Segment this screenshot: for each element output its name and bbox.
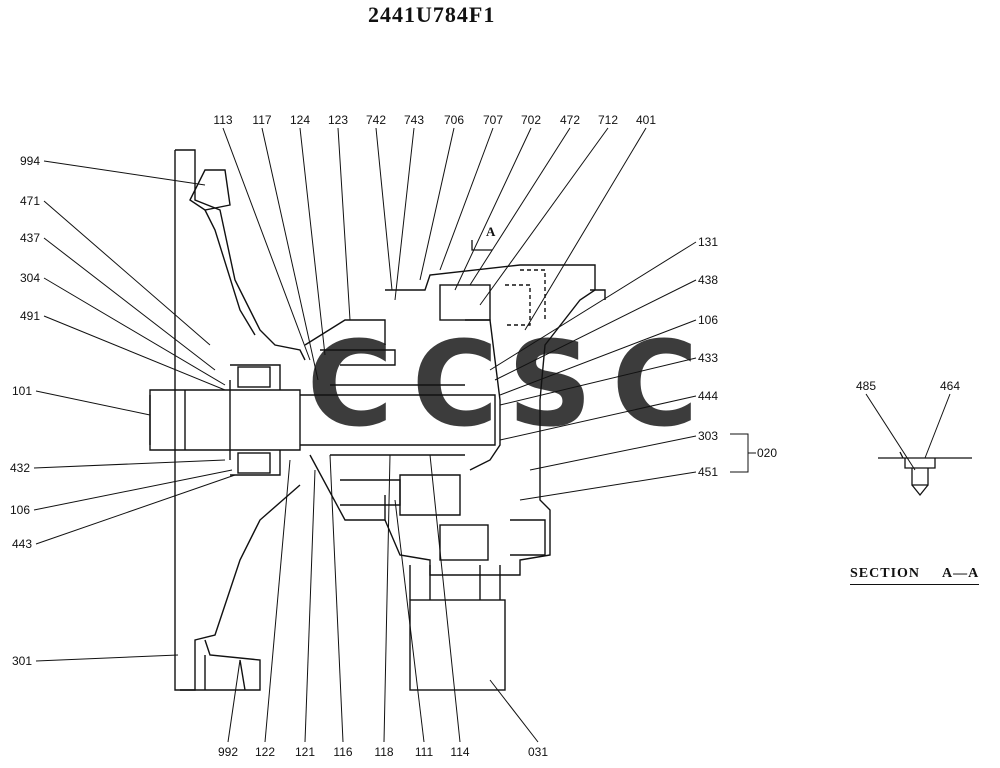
part-label-left: 994 (20, 154, 40, 168)
leader-line (43, 277, 226, 386)
section-a-a-detail (878, 451, 972, 497)
leader-line (394, 499, 425, 743)
part-label-bottom: 111 (415, 745, 434, 759)
part-label-right: 451 (698, 465, 718, 479)
leader-line (489, 679, 539, 743)
group-bracket (730, 433, 756, 473)
part-label-left: 304 (20, 271, 40, 285)
part-label-section: 485 (856, 379, 876, 393)
part-label-top: 123 (328, 113, 348, 127)
part-label-left: 443 (12, 537, 32, 551)
leader-line (924, 393, 951, 459)
part-label-top: 712 (598, 113, 618, 127)
leader-line (375, 127, 393, 291)
leader-line (499, 357, 697, 406)
part-label-left: 106 (10, 503, 30, 517)
part-label-top: 743 (404, 113, 424, 127)
leader-line (35, 654, 179, 662)
leader-line (337, 127, 351, 321)
part-label-top: 702 (521, 113, 541, 127)
leader-line (419, 127, 455, 281)
part-label-bottom: 114 (450, 745, 469, 759)
leader-line (264, 459, 291, 743)
assembly-drawing (149, 149, 606, 691)
part-label-section: 464 (940, 379, 960, 393)
leader-line (33, 459, 226, 469)
part-label-bottom: 121 (295, 745, 315, 759)
leader-line (494, 279, 697, 381)
part-label-top: 706 (444, 113, 464, 127)
watermark-letter: C (412, 315, 499, 453)
part-label-top: 401 (636, 113, 656, 127)
leader-line (489, 241, 697, 371)
part-label-bottom: 118 (374, 745, 393, 759)
leader-line (429, 454, 461, 743)
leader-line (383, 454, 391, 743)
leader-line (499, 395, 697, 441)
leader-line (394, 127, 415, 301)
part-label-bottom: 992 (218, 745, 238, 759)
watermark-letter: C (612, 315, 699, 453)
part-label-top: 113 (213, 113, 232, 127)
part-label-left: 491 (20, 309, 40, 323)
part-label-top: 707 (483, 113, 503, 127)
part-label-top: 117 (252, 113, 271, 127)
part-label-right: 303 (698, 429, 718, 443)
leader-line (222, 127, 311, 361)
leader-line (439, 127, 494, 271)
part-label-top: 124 (290, 113, 310, 127)
leader-line (43, 160, 206, 186)
leader-line (43, 237, 216, 371)
leader-line (35, 474, 236, 545)
leader-line (43, 200, 211, 346)
part-label-left: 471 (20, 194, 40, 208)
leader-line (454, 127, 532, 291)
leader-line (33, 469, 233, 511)
leader-line (499, 319, 697, 396)
leader-line (479, 127, 609, 306)
part-label-right: 438 (698, 273, 718, 287)
part-label-right: 131 (698, 235, 718, 249)
part-label-group: 020 (757, 446, 777, 460)
part-label-bottom: 116 (333, 745, 352, 759)
leader-line (299, 127, 326, 356)
part-label-top: 472 (560, 113, 580, 127)
section-marker (471, 240, 492, 251)
section-marker-letter: A (486, 224, 496, 239)
part-label-left: 437 (20, 231, 40, 245)
part-label-left: 432 (10, 461, 30, 475)
leader-line (227, 659, 241, 743)
leader-line (524, 127, 647, 331)
leader-line (329, 454, 344, 743)
part-label-bottom: 122 (255, 745, 275, 759)
leader-line (261, 127, 319, 381)
leader-line (529, 435, 697, 471)
part-label-left: 101 (12, 384, 32, 398)
part-labels: 113 117 124 123 742 743 706 707 702 472 712 401 994 4… (10, 113, 960, 759)
leader-line (43, 315, 226, 391)
leader-line (519, 471, 697, 501)
leader-line (35, 390, 151, 416)
drawing-title: 2441U784F1 (368, 2, 496, 27)
part-label-right: 106 (698, 313, 718, 327)
part-label-right: 433 (698, 351, 718, 365)
part-label-bottom: 031 (528, 745, 548, 759)
leader-line (469, 127, 571, 286)
watermark-letter: C (307, 315, 394, 453)
part-label-right: 444 (698, 389, 718, 403)
watermark-letter: S (508, 315, 593, 453)
leader-line (304, 469, 316, 743)
part-label-top: 742 (366, 113, 386, 127)
part-label-left: 301 (12, 654, 32, 668)
leader-lines (33, 127, 951, 743)
leader-line (865, 393, 916, 471)
